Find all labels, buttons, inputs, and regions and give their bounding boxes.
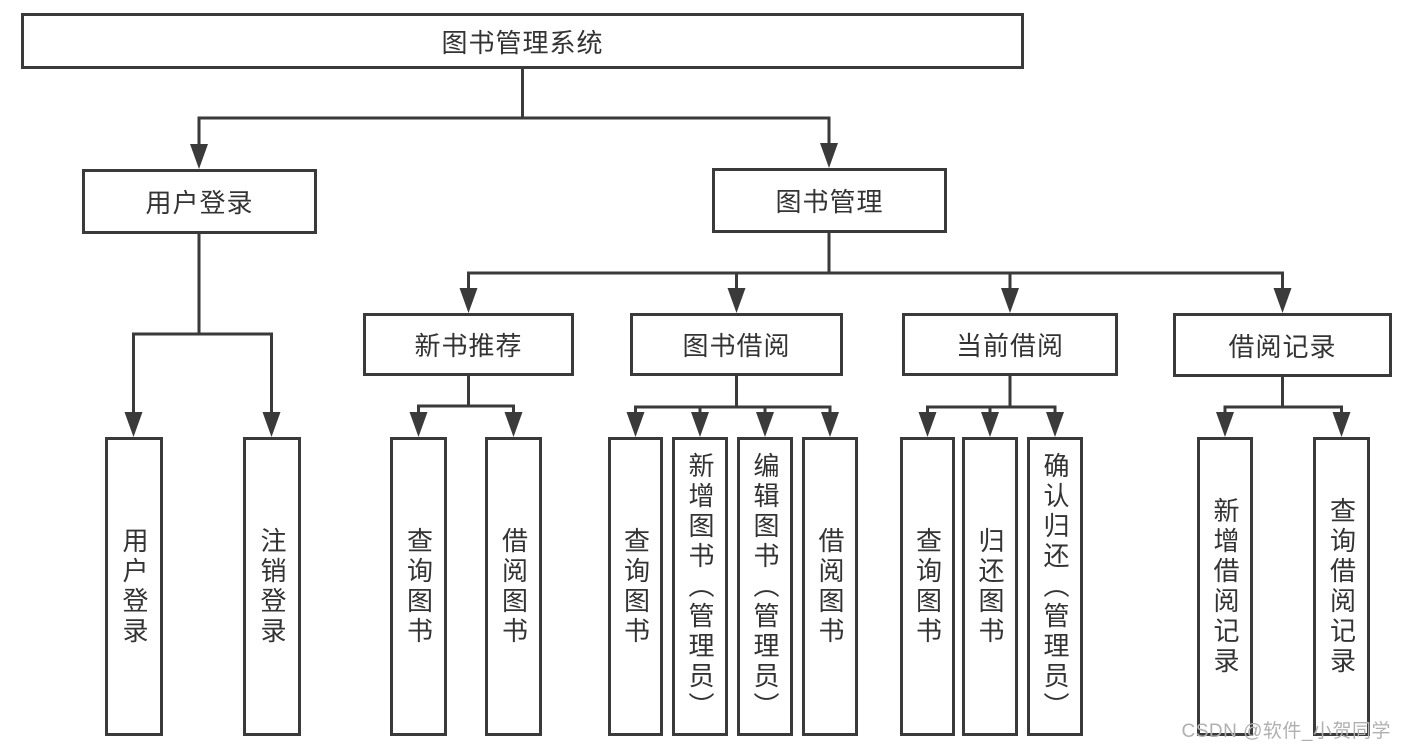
node-label: 图书借阅: [682, 331, 791, 361]
leaf-edit-books-admin: 编辑图书（管理员）: [737, 437, 793, 736]
connector-userlogin-to-leaves: [132, 234, 273, 416]
node-user-login: 用户登录: [82, 169, 317, 234]
node-current-borrow: 当前借阅: [902, 313, 1118, 376]
leaf-logout: 注销登录: [243, 437, 301, 736]
node-label: 确认归还（管理员）: [1040, 451, 1070, 722]
node-label: 新书推荐: [414, 331, 523, 361]
node-label: 新增图书（管理员）: [685, 451, 715, 722]
node-label: 归还图书: [975, 526, 1005, 647]
node-label: 用户登录: [145, 188, 254, 218]
leaf-user-login: 用户登录: [105, 437, 163, 736]
leaf-return-books: 归还图书: [962, 437, 1018, 736]
node-label: 查询图书: [403, 526, 434, 647]
leaf-confirm-return-admin: 确认归还（管理员）: [1027, 437, 1083, 736]
leaf-borrow-books: 借阅图书: [802, 437, 858, 736]
connector-records-to-leaves: [1223, 377, 1343, 416]
node-label: 借阅记录: [1228, 331, 1337, 362]
node-label: 新增借阅记录: [1210, 496, 1240, 677]
connector-bookborrow-to-leaves: [634, 376, 832, 416]
leaf-query-books-recommend: 查询图书: [390, 437, 447, 736]
leaf-add-borrow-record: 新增借阅记录: [1197, 437, 1253, 736]
node-label: 用户登录: [119, 526, 149, 647]
node-label: 查询借阅记录: [1326, 496, 1357, 677]
node-book-management: 图书管理: [712, 168, 947, 233]
node-borrow-records: 借阅记录: [1173, 313, 1392, 377]
node-library-management-system: 图书管理系统: [21, 13, 1024, 69]
connector-root-to-level2: [197, 69, 831, 147]
node-label: 借阅图书: [498, 526, 529, 647]
connector-newbook-to-leaves: [417, 376, 515, 416]
leaf-add-books-admin: 新增图书（管理员）: [672, 437, 728, 736]
node-label: 图书管理: [775, 187, 884, 217]
leaf-query-books-current: 查询图书: [900, 437, 955, 736]
node-label: 注销登录: [257, 526, 287, 647]
node-label: 当前借阅: [955, 331, 1064, 361]
node-new-book-recommend: 新书推荐: [363, 313, 574, 376]
node-label: 查询图书: [620, 526, 651, 647]
leaf-query-borrow-record: 查询借阅记录: [1313, 437, 1370, 736]
node-label: 查询图书: [912, 526, 943, 647]
leaf-borrow-books-recommend: 借阅图书: [485, 437, 542, 736]
node-label: 编辑图书（管理员）: [750, 451, 780, 722]
node-book-borrow: 图书借阅: [630, 313, 843, 376]
csdn-watermark: CSDN @软件_小贺同学: [1181, 721, 1391, 742]
connector-bookmgmt-to-level3: [467, 233, 1284, 292]
node-label: 图书管理系统: [441, 27, 604, 58]
node-label: 借阅图书: [815, 526, 845, 647]
connector-currentborrow-to-leaves: [926, 376, 1057, 416]
arrowheads: [124, 143, 1351, 437]
leaf-query-books-borrow: 查询图书: [608, 437, 663, 736]
